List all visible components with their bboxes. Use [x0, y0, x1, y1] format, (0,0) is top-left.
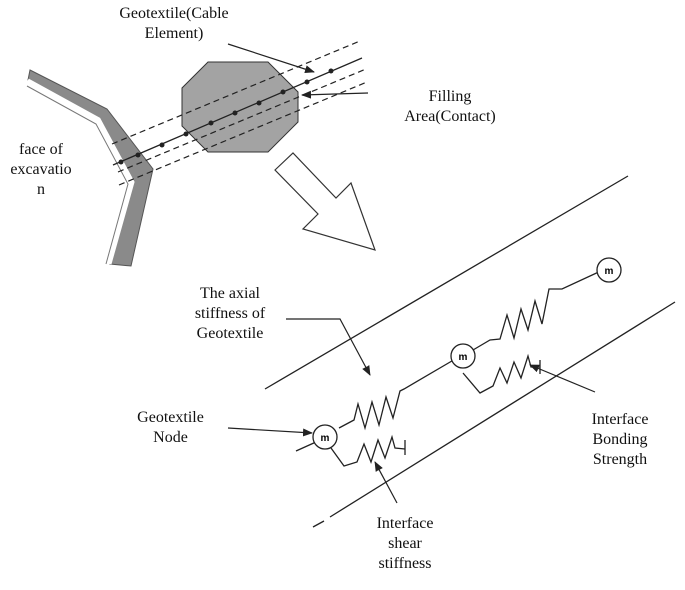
label-line: stiffness of	[194, 305, 266, 322]
label-line: n	[37, 181, 45, 198]
node-3: m	[596, 257, 622, 283]
label-line: Geotextile(Cable	[119, 5, 229, 22]
label-line: Bonding	[592, 431, 648, 448]
cable-node	[304, 79, 310, 85]
zoom-arrow	[274, 152, 376, 251]
geotextile-band	[111, 40, 368, 186]
band-lower-dash	[312, 520, 325, 528]
axial-stiffness-label: The axial stiffness of Geotextile	[170, 284, 290, 344]
geotextile-cable-line	[112, 57, 363, 166]
cable-node	[328, 68, 334, 74]
face-of-excavation-label: face of excavatio n	[0, 140, 86, 200]
label-line: Area(Contact)	[404, 108, 496, 125]
label-line: Geotextile	[137, 409, 204, 426]
band-upper-line	[264, 175, 629, 390]
label-line: shear	[388, 535, 422, 552]
filling-area-octagon	[181, 61, 299, 153]
axial-stiffness-leader-arrow	[286, 318, 371, 376]
geotextile-cable-label: Geotextile(Cable Element)	[104, 4, 244, 44]
axial-spring-2	[472, 269, 604, 351]
cable-node	[135, 152, 141, 158]
band-lower-line	[329, 301, 676, 518]
label-line: Filling	[428, 88, 472, 105]
label-line: Strength	[592, 451, 648, 468]
label-line: Node	[153, 429, 188, 446]
node-2-symbol: m	[459, 352, 468, 363]
cable-node	[159, 142, 165, 148]
cable-node	[232, 110, 238, 116]
cable-node	[208, 120, 214, 126]
interface-shear-label: Interface shear stiffness	[355, 514, 455, 574]
cable-node	[183, 131, 189, 137]
cable-nodes	[118, 68, 334, 165]
label-line: Geotextile	[196, 325, 264, 342]
geotextile-leader-arrow	[227, 43, 315, 74]
axial-spring-1	[338, 357, 458, 431]
cable-node	[256, 100, 262, 106]
label-line: The axial	[200, 285, 260, 302]
geotextile-node-leader-arrow	[227, 427, 313, 437]
label-line: Interface	[376, 515, 434, 532]
filling-area-label: Filling Area(Contact)	[380, 87, 520, 127]
interface-bonding-label: Interface Bonding Strength	[570, 410, 670, 470]
geotextile-node-label: Geotextile Node	[118, 408, 223, 448]
interface-bonding-leader-arrow	[529, 364, 596, 393]
label-line: stiffness	[378, 555, 432, 572]
cable-node	[280, 89, 286, 95]
label-line: Interface	[591, 411, 649, 428]
cable-node	[118, 159, 124, 165]
shear-spring-2	[462, 353, 540, 394]
label-line: face of	[19, 141, 63, 158]
filling-area-leader-arrow	[301, 90, 369, 99]
label-line: excavatio	[10, 161, 72, 178]
node-1-symbol: m	[321, 433, 330, 444]
interface-shear-leader-arrow	[374, 461, 398, 504]
node-1: m	[312, 424, 338, 450]
label-line: Element)	[144, 25, 204, 42]
node-3-symbol: m	[605, 266, 614, 277]
spring-model	[295, 269, 604, 467]
node-2: m	[450, 343, 476, 369]
shear-spring-1	[330, 434, 406, 467]
